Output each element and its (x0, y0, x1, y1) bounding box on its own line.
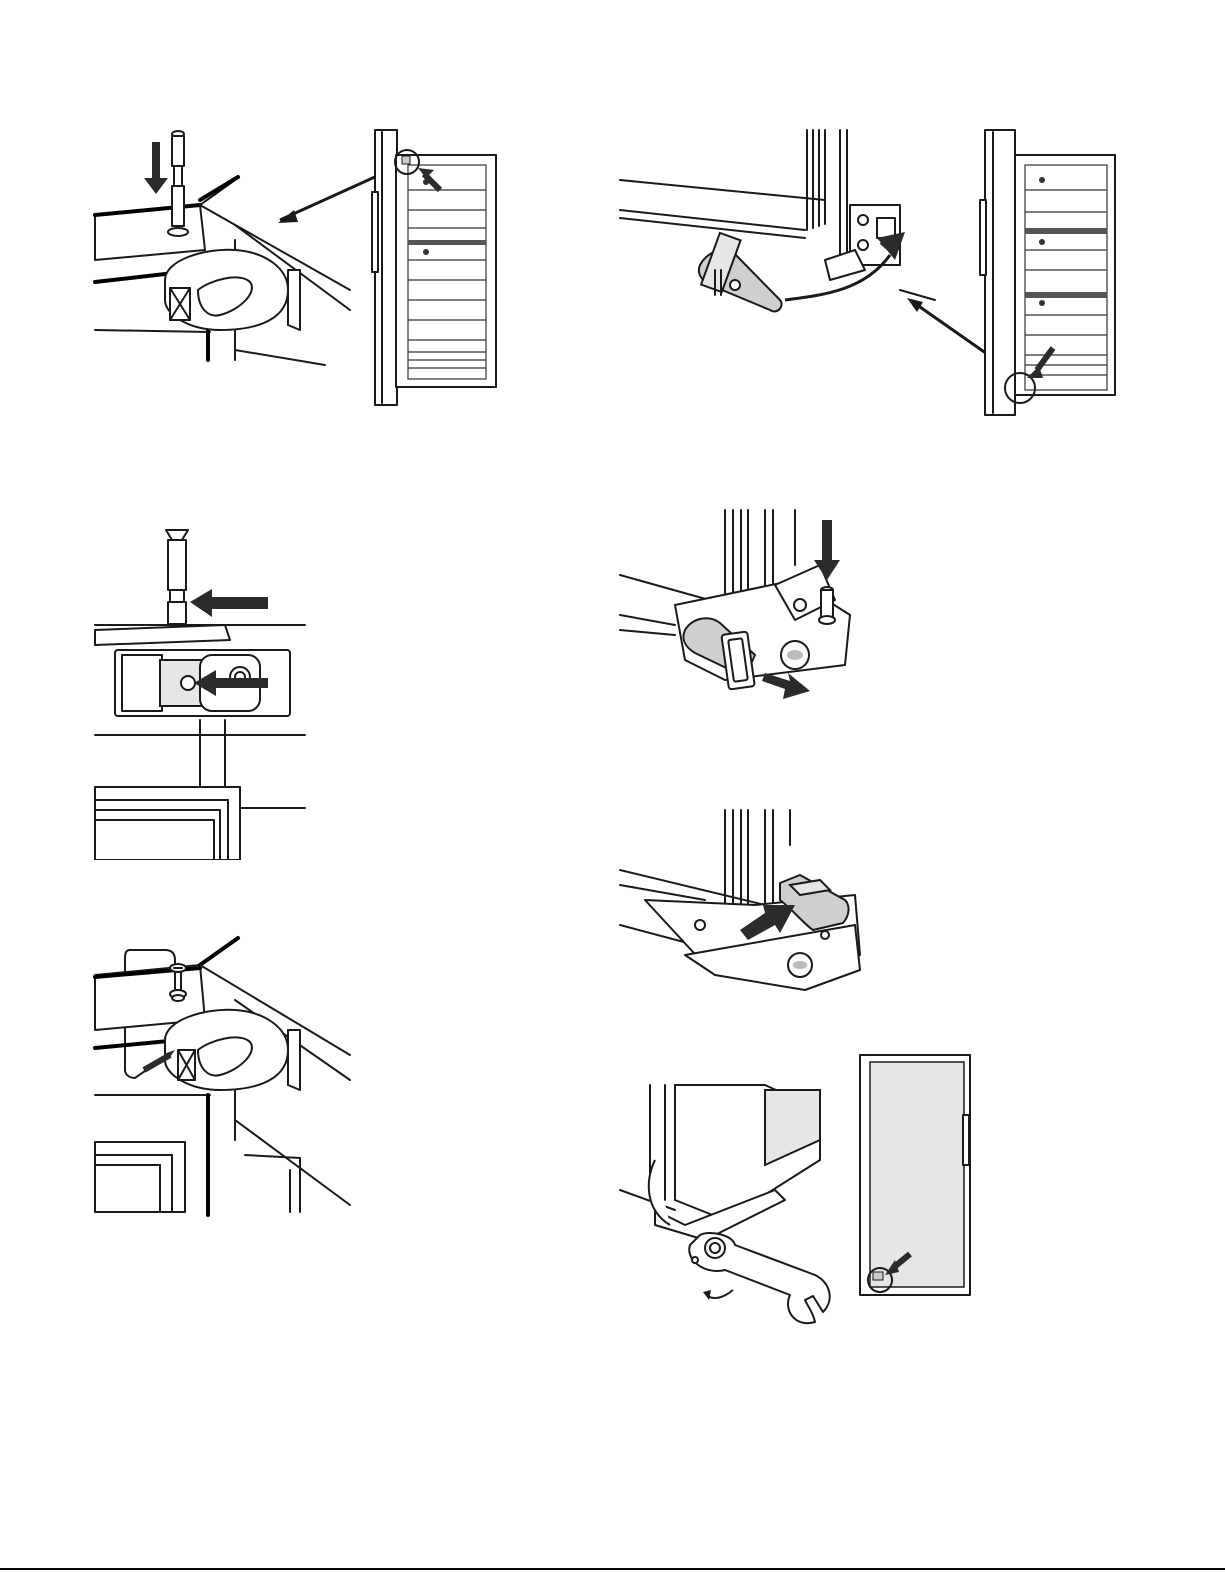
bottom-hinge-pin-drawing (615, 505, 875, 705)
hinge-pin-icon (168, 131, 188, 236)
figure-bottom-hinge-cover (615, 805, 895, 1000)
figure-top-hinge-pin-detail (90, 525, 310, 860)
cabinet-front-closed (860, 1055, 970, 1295)
hinge-block (165, 1010, 300, 1090)
top-hinge-drawing (90, 120, 520, 420)
figure-top-hinge-pin-removal (90, 120, 520, 420)
cabinet-open-door (980, 130, 1115, 415)
figure-bottom-hinge-pin-insert (615, 505, 875, 705)
footer-rule (0, 1568, 1225, 1570)
down-arrow-icon (144, 142, 168, 194)
top-hinge-screw-drawing (90, 930, 360, 1220)
wrench-icon (689, 1233, 829, 1323)
figure-foot-adjust-wrench (615, 1050, 985, 1340)
hinge-lever-icon (699, 233, 782, 312)
hinge-pin-icon (166, 530, 188, 624)
bottom-hinge-drawing (615, 120, 1125, 420)
figure-top-hinge-screw (90, 930, 360, 1220)
right-arrow-icon (762, 673, 810, 699)
bottom-hinge-cover-drawing (615, 805, 895, 1000)
foot-adjust-drawing (615, 1050, 985, 1340)
rotate-arrow (707, 1290, 733, 1298)
left-arrow-icon (190, 589, 268, 617)
hinge-pin-detail-drawing (90, 525, 310, 860)
cabinet-open-door (372, 130, 496, 405)
hinge-pin-icon (819, 587, 835, 624)
figure-bottom-hinge-release (615, 120, 1125, 420)
hinge-block (165, 250, 300, 330)
